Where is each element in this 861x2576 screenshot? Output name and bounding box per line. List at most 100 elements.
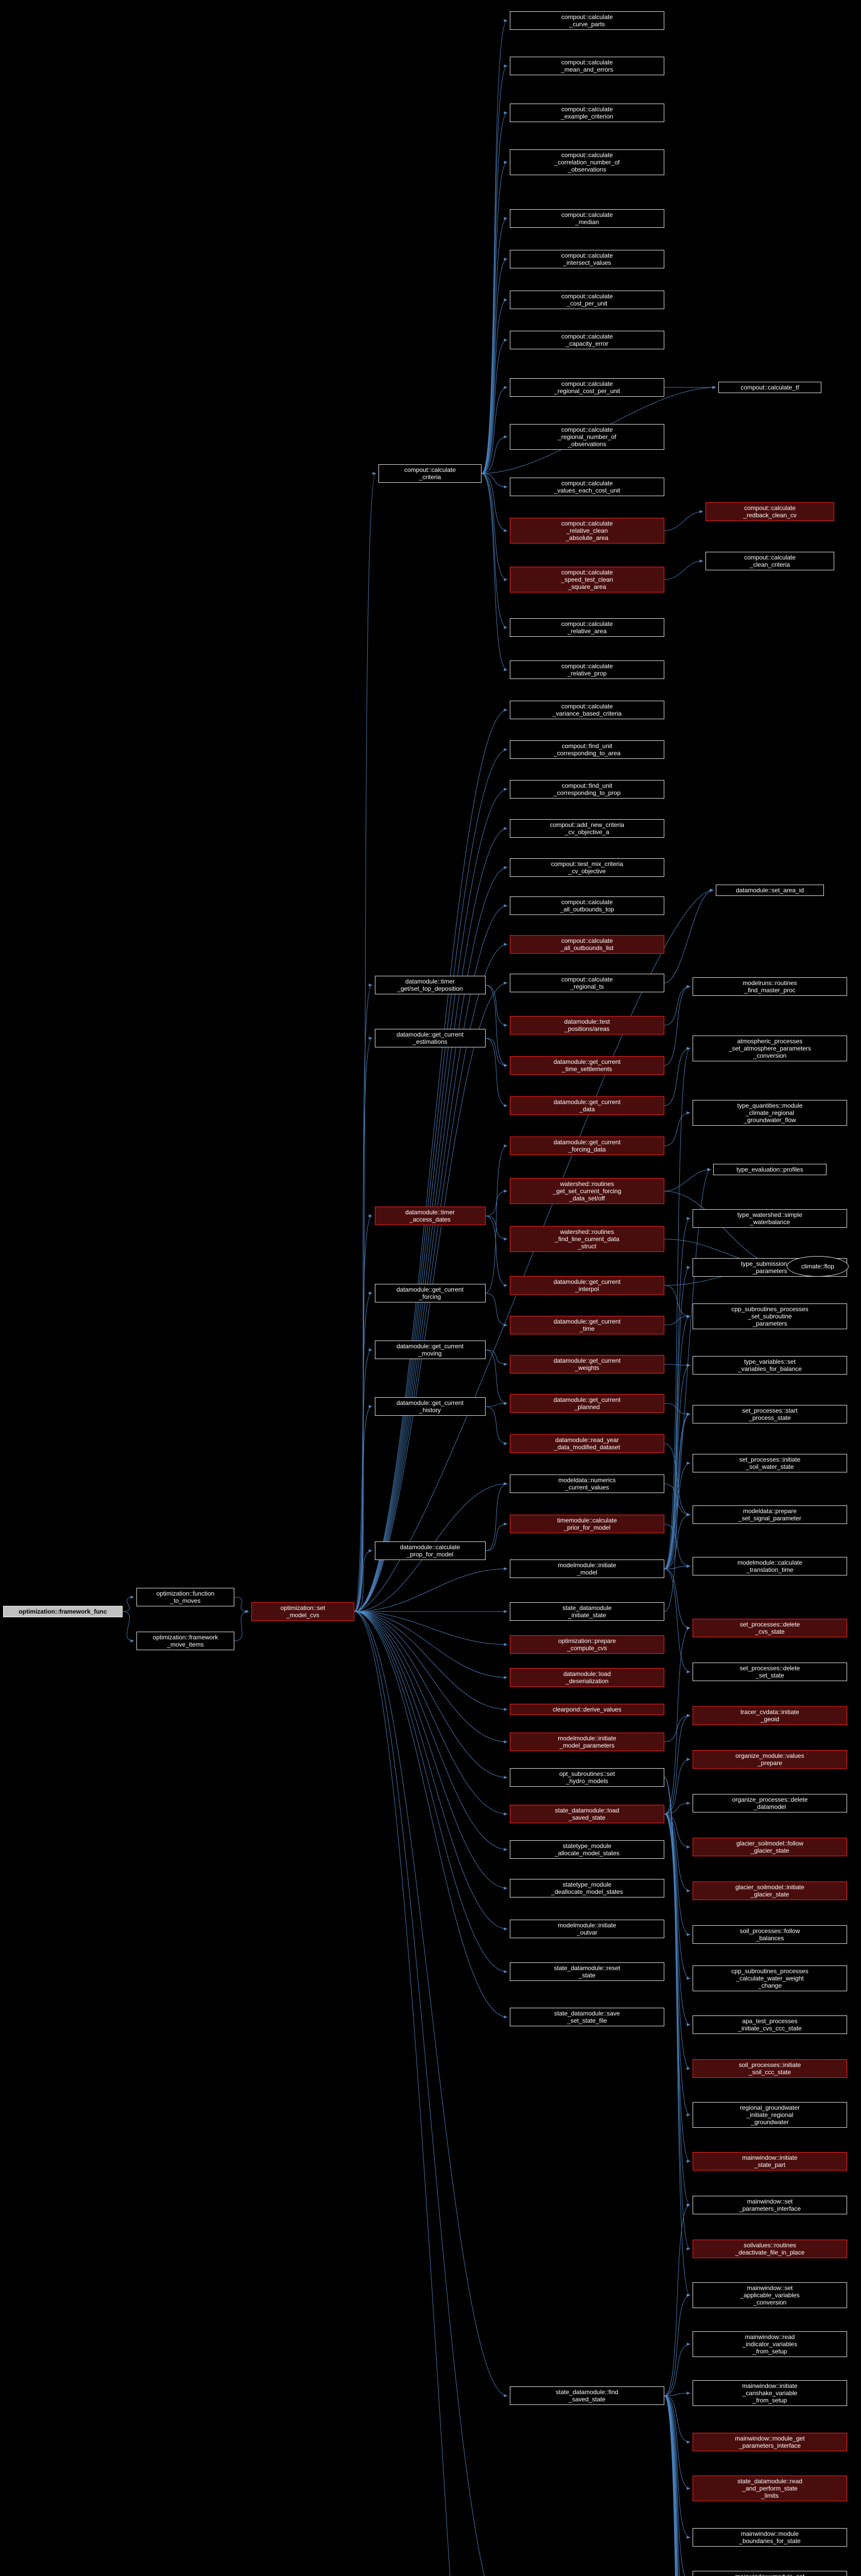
graph-node-r11[interactable]: set_processes::initiate _soil_water_stat… (693, 1454, 847, 1472)
graph-node-sg[interactable]: statetype_module _allocate_model_states (510, 1840, 664, 1859)
graph-node-t4[interactable]: compout::calculate _correlation_number_o… (510, 149, 664, 175)
graph-node-sb[interactable]: datamodule::load _deserialization (510, 1668, 664, 1687)
graph-node-u3[interactable]: compout::find_unit _corresponding_to_pro… (510, 780, 664, 799)
graph-node-t14[interactable]: compout::calculate _relative_prop (510, 660, 664, 679)
graph-node-t2[interactable]: compout::calculate _mean_and_errors (510, 57, 664, 75)
graph-node-sc[interactable]: clearpond::derive_values (510, 1704, 664, 1715)
graph-node-r5[interactable]: type_evaluation::profiles (713, 1164, 826, 1175)
graph-node-E1[interactable]: climate::flop (787, 1256, 849, 1277)
graph-node-t10[interactable]: compout::calculate _regional_number_of _… (510, 424, 664, 450)
graph-node-q15[interactable]: soilvalues::routines _deactivate_file_in… (693, 2240, 847, 2258)
graph-node-u6[interactable]: compout::calculate _all_outbounds_top (510, 896, 664, 915)
graph-node-q4[interactable]: organize_module::values _prepare (693, 1750, 847, 1769)
graph-node-q12[interactable]: regional_groundwater _initiate_regional … (693, 2102, 847, 2128)
graph-node-hub7[interactable]: state_datamodule::find _saved_state (510, 2386, 664, 2405)
graph-node-q2[interactable]: set_processes::delete _set_state (693, 1663, 847, 1681)
graph-node-crit[interactable]: compout::calculate _criteria (378, 464, 481, 483)
graph-node-q3[interactable]: tracer_cvdata::initiate _geoid (693, 1706, 847, 1725)
graph-node-r2[interactable]: modelruns::routines _find_master_proc (693, 977, 847, 996)
graph-node-t9[interactable]: compout::calculate _regional_cost_per_un… (510, 378, 664, 397)
graph-node-u1[interactable]: compout::calculate _variance_based_crite… (510, 701, 664, 719)
graph-node-u5[interactable]: compout::test_mix_criteria _cv_objective (510, 858, 664, 877)
graph-node-m4[interactable]: datamodule::get_current _forcing_data (510, 1137, 664, 1155)
graph-node-q6[interactable]: glacier_soilmodel::follow _glacier_state (693, 1838, 847, 1856)
graph-node-q10[interactable]: apa_test_processes _initiate_cvs_ccc_sta… (693, 2015, 847, 2034)
graph-node-c3h[interactable]: datamodule::get_current _history (374, 1397, 486, 1416)
graph-node-m13[interactable]: timemodule::calculate _prior_for_model (510, 1515, 664, 1533)
graph-node-t11[interactable]: compout::calculate _values_each_cost_uni… (510, 478, 664, 496)
graph-node-u2[interactable]: compout::find_unit _corresponding_to_are… (510, 740, 664, 759)
graph-node-sk[interactable]: state_datamodule::reset _state (510, 1962, 664, 1981)
graph-node-m9[interactable]: datamodule::get_current _weights (510, 1355, 664, 1374)
graph-node-b2[interactable]: optimization::framework _move_items (136, 1632, 234, 1650)
graph-node-q9[interactable]: cpp_subroutines_processes _calculate_wat… (693, 1965, 847, 1991)
graph-node-rb2[interactable]: compout::calculate _clean_criteria (705, 552, 834, 570)
graph-node-tf[interactable]: compout::calculate_tf (718, 382, 821, 393)
graph-node-t3[interactable]: compout::calculate _example_criterion (510, 104, 664, 122)
graph-node-r10[interactable]: set_processes::start _process_state (693, 1405, 847, 1423)
graph-node-m3[interactable]: datamodule::get_current _data (510, 1096, 664, 1115)
graph-node-sl[interactable]: state_datamodule::save _set_state_file (510, 2008, 664, 2026)
graph-node-c3i[interactable]: datamodule::calculate _prop_for_model (374, 1541, 486, 1560)
graph-node-root[interactable]: optimization::framework_func (3, 1606, 123, 1617)
graph-node-sh[interactable]: statetype_module _deallocate_model_state… (510, 1879, 664, 1897)
graph-node-m5[interactable]: watershed::routines _get_set_current_for… (510, 1178, 664, 1204)
graph-node-m11[interactable]: datamodule::read_year _data_modified_dat… (510, 1434, 664, 1453)
graph-node-c3g[interactable]: datamodule::get_current _moving (374, 1341, 486, 1359)
graph-node-q8[interactable]: soil_processes::follow _balances (693, 1925, 847, 1944)
graph-node-sd[interactable]: modelmodule::initiate _model_parameters (510, 1733, 664, 1751)
graph-node-r9[interactable]: type_variables::set _variables_for_balan… (693, 1356, 847, 1375)
graph-node-r3[interactable]: atmospheric_processes _set_atmosphere_pa… (693, 1036, 847, 1061)
graph-node-r1[interactable]: datamodule::set_area_id (716, 885, 824, 896)
graph-node-q5[interactable]: organize_processes::delete _datamodel (693, 1794, 847, 1812)
graph-node-c3e[interactable]: datamodule::timer _access_dates (374, 1207, 486, 1225)
graph-node-red2[interactable]: compout::calculate _speed_test_clean _sq… (510, 567, 664, 592)
graph-node-se[interactable]: opt_subroutines::set _hydro_models (510, 1768, 664, 1787)
graph-node-q17[interactable]: mainwindow::read _indicator_variables _f… (693, 2331, 847, 2357)
graph-node-q14[interactable]: mainwindow::set _parameters_interface (693, 2196, 847, 2214)
graph-node-q11[interactable]: soil_processes::initiate _soil_ccc_state (693, 2059, 847, 2078)
graph-node-m1[interactable]: datamodule::test _positions/areas (510, 1016, 664, 1035)
graph-node-red1[interactable]: compout::calculate _relative_clean _abso… (510, 518, 664, 544)
graph-node-m6[interactable]: watershed::routines _find_line_current_d… (510, 1226, 664, 1252)
graph-node-p1[interactable]: mainwindow::module_get _parameters_inter… (693, 2433, 847, 2451)
graph-node-u7[interactable]: compout::calculate _all_outbounds_list (510, 935, 664, 954)
graph-node-sa[interactable]: optimization::prepare _compute_cvs (510, 1635, 664, 1654)
graph-node-m10[interactable]: datamodule::get_current _planned (510, 1394, 664, 1413)
graph-node-m7[interactable]: datamodule::get_current _interpol (510, 1276, 664, 1295)
graph-node-q18[interactable]: mainwindow::initiate _canshake_variable … (693, 2380, 847, 2406)
graph-node-rb1[interactable]: compout::calculate _redback_clean_cv (705, 502, 834, 521)
graph-node-t5[interactable]: compout::calculate _median (510, 209, 664, 228)
graph-node-u4[interactable]: compout::add_new_criteria _cv_objective_… (510, 819, 664, 838)
graph-node-q16[interactable]: mainwindow::set _applicable_variables _c… (693, 2282, 847, 2308)
graph-node-p2[interactable]: state_datamodule::read _and_perform_stat… (693, 2476, 847, 2501)
graph-node-t8[interactable]: compout::calculate _capacity_error (510, 331, 664, 349)
graph-node-r12[interactable]: modeldata::prepare _set_signal_parameter (693, 1505, 847, 1524)
graph-node-h5[interactable]: modelmodule::initiate _model (510, 1560, 664, 1578)
graph-node-c3f[interactable]: datamodule::get_current _forcing (374, 1284, 486, 1302)
graph-node-p3[interactable]: mainwindow::module _boundaries_for_state (693, 2528, 847, 2547)
graph-node-t13[interactable]: compout::calculate _relative_area (510, 618, 664, 637)
graph-node-t1[interactable]: compout::calculate _curve_parts (510, 11, 664, 30)
graph-node-sj[interactable]: modelmodule::initiate _outvar (510, 1920, 664, 1938)
graph-node-m8[interactable]: datamodule::get_current _time (510, 1316, 664, 1334)
graph-node-q7[interactable]: glacier_soilmodel::initiate _glacier_sta… (693, 1882, 847, 1900)
graph-node-u8[interactable]: compout::calculate _regional_ts (510, 974, 664, 992)
graph-node-r13[interactable]: modelmodule::calculate _translation_time (693, 1557, 847, 1575)
graph-node-t7[interactable]: compout::calculate _cost_per_unit (510, 291, 664, 309)
graph-node-sf[interactable]: state_datamodule::load _saved_state (510, 1805, 664, 1823)
graph-node-p4[interactable]: mainwindow::module_set _boundaries_varia… (693, 2571, 847, 2576)
graph-node-t6[interactable]: compout::calculate _intersect_values (510, 250, 664, 268)
graph-node-b1[interactable]: optimization::function _to_moves (136, 1588, 234, 1606)
graph-node-q13[interactable]: mainwindow::initiate _state_part (693, 2152, 847, 2171)
graph-node-r4[interactable]: type_quantities::module _climate_regiona… (693, 1100, 847, 1126)
graph-node-m12[interactable]: modeldata::numerics _current_values (510, 1475, 664, 1493)
graph-node-hub[interactable]: optimization::set _model_cvs (251, 1602, 354, 1621)
graph-node-c3d[interactable]: datamodule::get_current _estimations (374, 1029, 486, 1047)
graph-node-m2[interactable]: datamodule::get_current _time_settlement… (510, 1056, 664, 1075)
graph-node-r6[interactable]: type_watershed::simple _waterbalance (693, 1209, 847, 1228)
graph-node-c3c[interactable]: datamodule::timer _get/set_top_depositio… (374, 976, 486, 994)
graph-node-q1[interactable]: set_processes::delete _cvs_state (693, 1619, 847, 1637)
graph-node-r8[interactable]: cpp_subroutines_processes _set_subroutin… (693, 1303, 847, 1329)
graph-node-si[interactable]: state_datamodule _initiate_state (510, 1602, 664, 1621)
